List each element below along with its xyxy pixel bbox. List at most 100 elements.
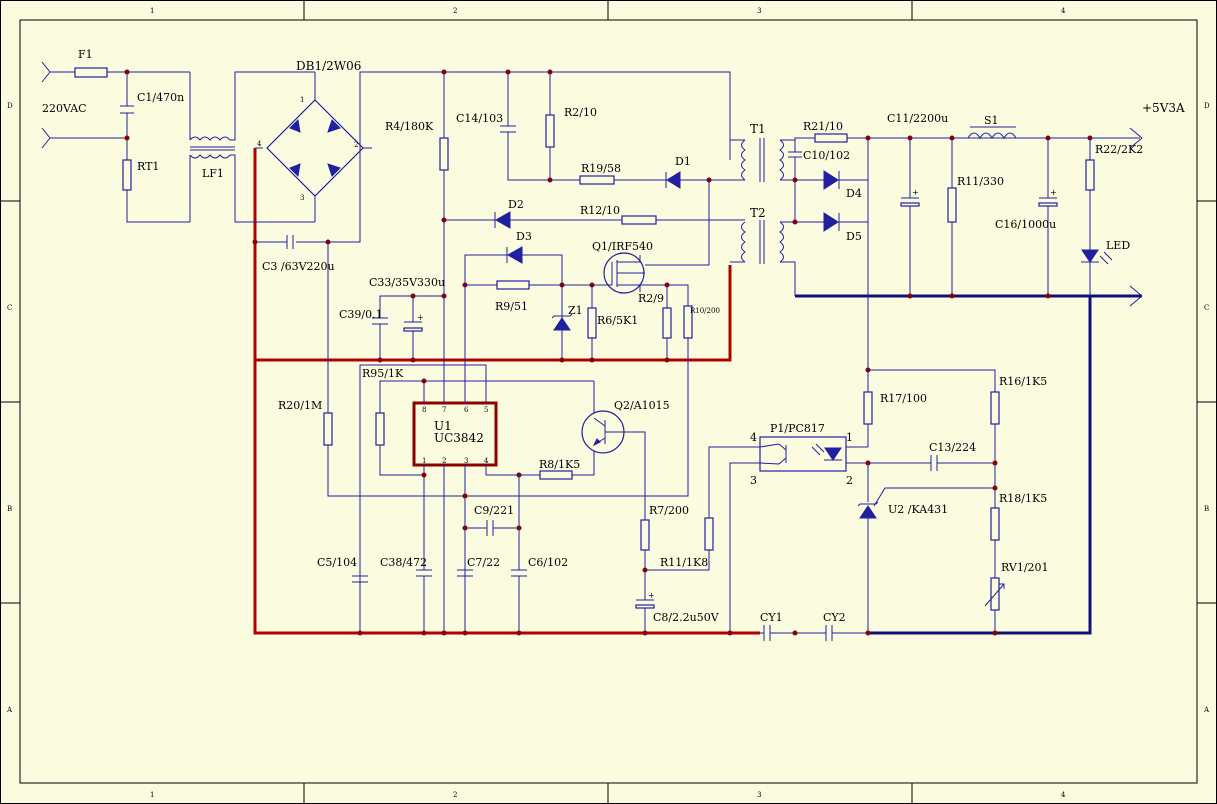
chip-pin-4: 4 <box>484 457 489 465</box>
zener-z1 <box>553 317 571 331</box>
label-q1: Q1/IRF540 <box>592 240 653 253</box>
top-zone-2: 2 <box>453 7 457 15</box>
label-rv1: RV1/201 <box>1001 561 1049 574</box>
svg-text:+: + <box>1050 188 1057 197</box>
label-r10: R10/200 <box>690 307 720 315</box>
label-220vac: 220VAC <box>42 102 87 115</box>
resistor-r95 <box>375 412 385 446</box>
left-zone-d: D <box>7 102 13 110</box>
label-r11-1k8: R11/1K8 <box>660 556 708 569</box>
voltage-reference-section: R17/100 U2 /KA431 C13/224 R16/1K5 R18/1K… <box>857 369 1049 636</box>
top-zone-1: 1 <box>150 7 154 15</box>
bottom-zone-4: 4 <box>1061 791 1066 799</box>
chip-part: UC3842 <box>434 431 484 445</box>
label-r18: R18/1K5 <box>999 492 1047 505</box>
resistor-r9 <box>496 280 530 290</box>
secondary-ground-traces <box>795 294 1142 635</box>
output-filter-section: + C11/2200u R11/330 S1 + C16/1000u +5V3A… <box>887 101 1185 307</box>
label-d5: D5 <box>846 230 862 243</box>
label-r16: R16/1K5 <box>999 375 1047 388</box>
label-c6: C6/102 <box>528 556 568 569</box>
label-c33: C33/35V330u <box>369 276 445 289</box>
chip-pin-2: 2 <box>442 457 446 465</box>
right-zone-c: C <box>1204 304 1209 312</box>
opto-pin-2: 2 <box>846 474 853 487</box>
resistor-r21 <box>814 133 848 143</box>
bridge-pin-1: 1 <box>300 96 304 104</box>
label-c39: C39/0.1 <box>339 308 383 321</box>
auxiliary-winding-path: D2 R12/10 <box>444 198 745 229</box>
label-c7: C7/22 <box>467 556 500 569</box>
transformer-t2: T2 <box>730 206 784 264</box>
svg-text:+: + <box>912 188 919 197</box>
svg-text:+: + <box>648 591 655 600</box>
label-z1: Z1 <box>568 304 583 317</box>
ac-input-section: F1 220VAC C1/470n RT1 <box>41 48 190 223</box>
chip-pin-6: 6 <box>464 406 469 414</box>
shunt-regulator-u2 <box>859 505 877 519</box>
label-cy1: CY1 <box>760 611 783 624</box>
resistor-r22 <box>1085 159 1095 191</box>
label-c38: C38/472 <box>380 556 427 569</box>
feedback-input-section: R7/200 + C8/2.2u50V R11/1K8 <box>635 446 760 633</box>
label-t1: T1 <box>750 122 766 136</box>
transformer-t1: T1 <box>729 72 784 182</box>
svg-text:+: + <box>417 313 424 322</box>
resistor-r2-9 <box>662 307 672 339</box>
mosfet-drive-section: D3 R9/51 Z1 R6/5K1 Q1/IRF540 R2/9 R10/20… <box>327 230 720 633</box>
right-zone-a: A <box>1203 706 1210 714</box>
label-r6: R6/5K1 <box>597 314 638 327</box>
resistor-r6 <box>587 307 597 339</box>
label-r2-top: R2/10 <box>564 106 597 119</box>
opto-pin-3: 3 <box>750 474 757 487</box>
bottom-zone-2: 2 <box>453 791 457 799</box>
right-zone-d: D <box>1204 102 1210 110</box>
label-c5: C5/104 <box>317 556 357 569</box>
label-r21: R21/10 <box>803 120 843 133</box>
capacitor-c8 <box>635 604 655 609</box>
top-zone-4: 4 <box>1061 7 1066 15</box>
left-zone-a: A <box>6 706 13 714</box>
capacitor-c11 <box>900 202 920 207</box>
resistor-r7 <box>640 519 650 551</box>
chip-pin-8: 8 <box>422 406 426 414</box>
startup-resistor-r20: R20/1M <box>278 242 333 446</box>
chip-ref: U1 <box>434 419 452 433</box>
left-zone-c: C <box>7 304 12 312</box>
transistor-q2: Q2/A1015 <box>581 399 670 520</box>
label-r95: R95/1K <box>362 367 404 380</box>
resistor-r17 <box>863 391 873 425</box>
resistor-r2-top <box>545 114 555 148</box>
resistor-r16 <box>990 391 1000 425</box>
resistor-r18 <box>990 507 1000 541</box>
label-p1: P1/PC817 <box>770 422 825 435</box>
chip-pin-3: 3 <box>464 457 468 465</box>
primary-high-voltage-rail: R4/180K C14/103 R2/10 R19/58 D1 <box>359 69 745 633</box>
label-r12: R12/10 <box>580 204 620 217</box>
secondary-rectifier-section: R21/10 C10/102 D4 D5 <box>780 120 1093 440</box>
resistor-r4 <box>439 137 449 171</box>
label-c9: C9/221 <box>474 504 514 517</box>
label-r22: R22/2K2 <box>1095 143 1143 156</box>
label-c16: C16/1000u <box>995 218 1056 231</box>
pwm-controller-u1: U1 UC3842 8 7 6 5 1 2 3 4 R95/1K R8/1K5 <box>359 285 595 633</box>
label-r7: R7/200 <box>649 504 689 517</box>
label-r9: R9/51 <box>495 300 528 313</box>
vcc-capacitors: C39/0.1 + C33/35V330u <box>339 276 445 363</box>
label-rt1: RT1 <box>137 160 159 173</box>
label-u2: U2 /KA431 <box>888 503 948 516</box>
label-c8: C8/2.2u50V <box>653 611 720 624</box>
chip-pin-1: 1 <box>422 457 426 465</box>
capacitor-c16 <box>1038 202 1058 207</box>
label-r2-9: R2/9 <box>638 292 664 305</box>
chip-body <box>412 401 498 467</box>
label-r8: R8/1K5 <box>539 458 580 471</box>
resistor-r20 <box>323 412 333 446</box>
label-c10: C10/102 <box>803 149 850 162</box>
label-r4: R4/180K <box>385 120 434 133</box>
resistor-r19 <box>579 175 615 185</box>
capacitor-c33 <box>403 327 423 332</box>
